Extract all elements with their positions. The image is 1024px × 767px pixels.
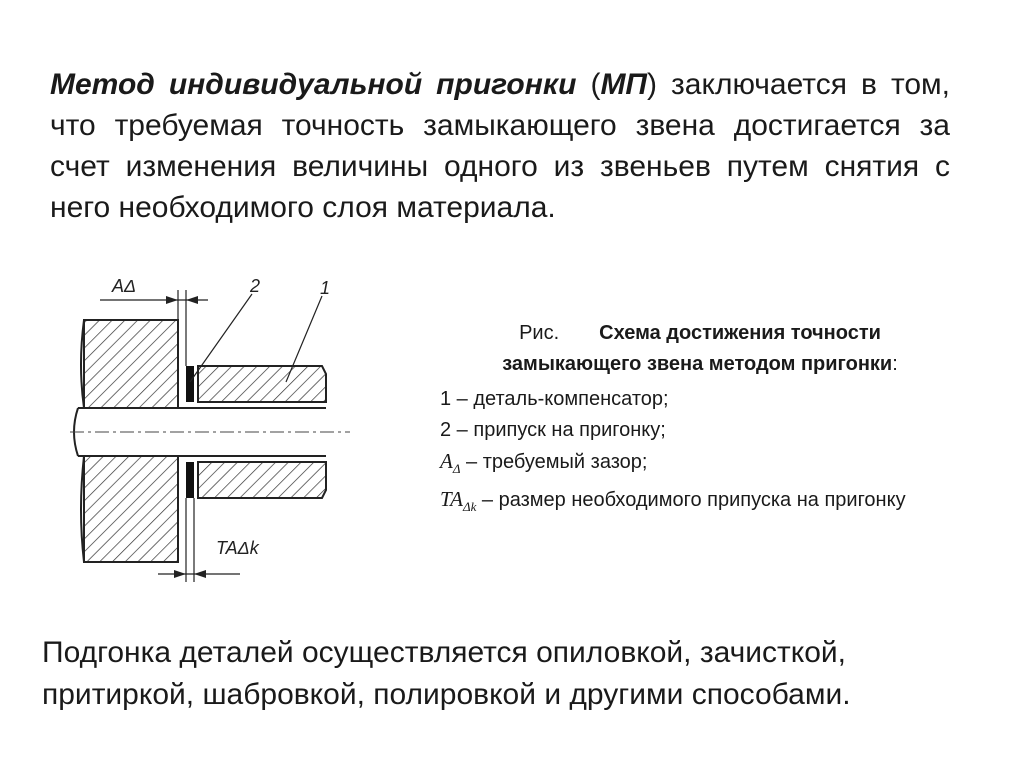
callout-number-1: 1	[320, 278, 330, 298]
legend-symbol: AΔ	[440, 449, 461, 477]
housing-break-line	[80, 319, 85, 563]
allowance-arrow-left	[174, 570, 186, 578]
legend-marker: 2	[440, 419, 452, 441]
gap-arrow-left	[166, 296, 178, 304]
intro-abbr: МП	[600, 68, 648, 101]
housing-part	[83, 319, 179, 563]
legend-marker: 1	[440, 388, 452, 410]
gap-label: AΔ	[111, 276, 136, 296]
legend-item: 2 – припуск на пригонку;	[440, 415, 960, 446]
intro-paragraph: Метод индивидуальной пригонки (МП) заклю…	[50, 64, 950, 228]
caption-title: Схема достижения точности замыкающего зв…	[502, 322, 893, 375]
legend-item: TAΔk – размер необходимого припуска на п…	[440, 484, 960, 522]
intro-abbr-close: )	[647, 68, 658, 101]
outro-paragraph: Подгонка деталей осуществляется опиловко…	[42, 636, 851, 711]
fitting-scheme-drawing: AΔ TAΔk 2 1	[70, 276, 350, 582]
legend-text: – деталь-компенсатор;	[451, 388, 669, 410]
intro-term: Метод индивидуальной пригонки	[50, 68, 577, 101]
legend-item: AΔ – требуемый зазор;	[440, 446, 960, 484]
caption-title-colon: :	[892, 353, 898, 375]
legend-text: – размер необходимого припуска на пригон…	[476, 489, 906, 512]
caption-heading: Рис.Схема достижения точности замыкающег…	[460, 318, 940, 380]
legend-list: 1 – деталь-компенсатор; 2 – припуск на п…	[440, 384, 960, 522]
intro-abbr-open: (	[576, 68, 601, 101]
allowance-layer-2-top	[186, 366, 194, 402]
legend-text: – припуск на пригонку;	[451, 419, 666, 441]
allowance-layer-2-bottom	[186, 462, 194, 498]
intro-rest: заключается в том, что требуемая точност…	[50, 68, 951, 224]
caption-fig-label: Рис.	[519, 322, 560, 344]
allowance-arrow-right	[194, 570, 206, 578]
legend-item: 1 – деталь-компенсатор;	[440, 384, 960, 415]
gap-arrow-right	[186, 296, 198, 304]
callout-line-1	[285, 295, 323, 383]
allowance-label: TAΔk	[216, 538, 260, 558]
callout-line-2	[189, 293, 253, 383]
legend-symbol: TAΔk	[440, 487, 477, 515]
legend-text: – требуемый зазор;	[460, 451, 648, 473]
callout-number-2: 2	[249, 276, 260, 296]
compensator-part-1	[197, 365, 327, 499]
figure-caption: Рис.Схема достижения точности замыкающег…	[440, 318, 960, 522]
